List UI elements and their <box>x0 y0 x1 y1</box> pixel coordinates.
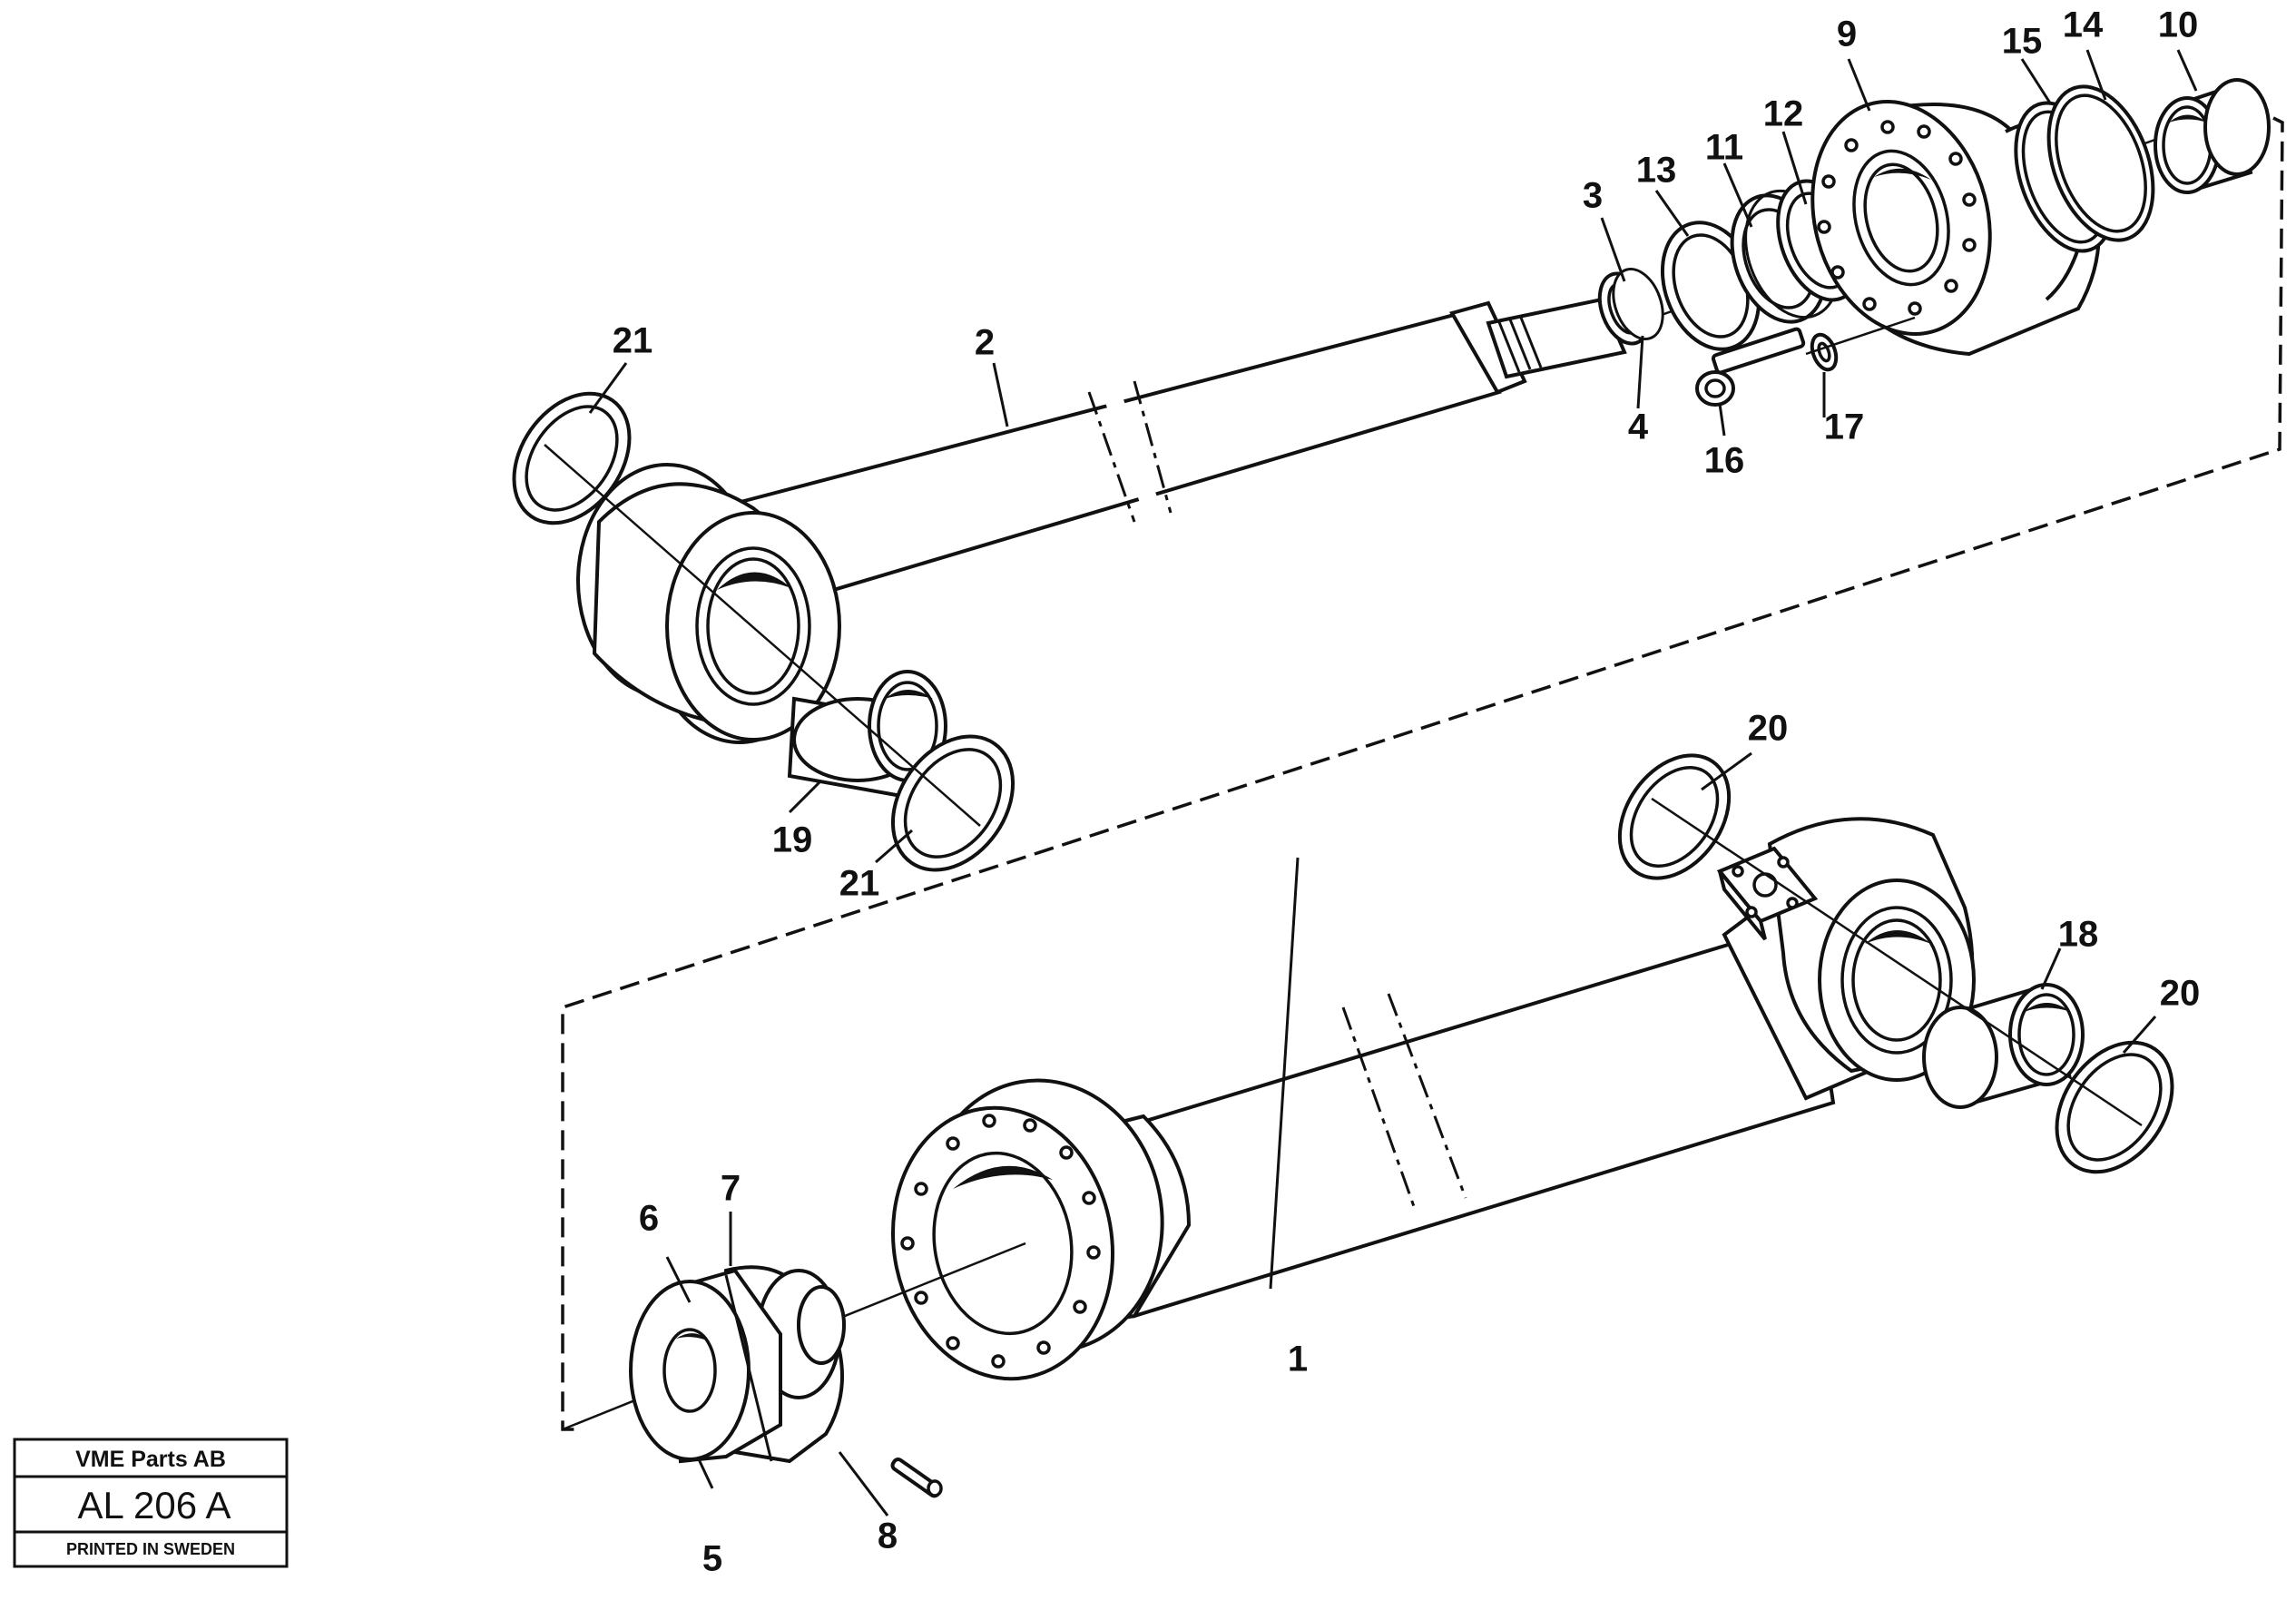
tube-break-1 <box>1341 1006 1418 1212</box>
callout-7: 7 <box>721 1169 741 1209</box>
rod-thread-lines <box>1497 317 1543 373</box>
screw-axis <box>1805 316 1916 356</box>
title-block-printed: PRINTED IN SWEDEN <box>66 1540 235 1558</box>
pin-8 <box>890 1458 943 1498</box>
cylinder-eye-bore-inner <box>1851 918 1942 1042</box>
cylinder-head-parts <box>1597 78 2271 407</box>
rod-break-1 <box>1087 391 1136 523</box>
bushing-18 <box>1922 983 2085 1109</box>
callout-2: 2 <box>975 323 995 363</box>
title-block-company: VME Parts AB <box>75 1447 226 1472</box>
callout-4: 4 <box>1628 407 1649 447</box>
callout-1: 1 <box>1288 1340 1308 1379</box>
port-boss <box>1716 846 1819 941</box>
callout-5: 5 <box>702 1539 722 1579</box>
ring-14 <box>2046 84 2155 242</box>
title-block-frame <box>13 1438 289 1568</box>
callout-13: 13 <box>1636 151 1677 191</box>
callouts: 1 2 3 4 5 6 7 8 9 10 11 12 13 14 15 16 1… <box>613 5 2201 1579</box>
assembly-bracket-dashed <box>561 116 2284 1431</box>
callout-17: 17 <box>1824 407 1865 447</box>
cylinder-tube <box>1068 918 1836 1319</box>
callout-11: 11 <box>1705 128 1743 168</box>
piston-rod-assembly <box>512 297 1627 872</box>
cylinder-tube-assembly <box>890 753 2174 1381</box>
rod-break-2 <box>1133 380 1173 514</box>
cylinder-flange-bore <box>932 1151 1074 1336</box>
title-block: VME Parts AB AL 206 A PRINTED IN SWEDEN <box>13 1438 289 1568</box>
cylinder-flange-bolt-holes <box>900 1114 1101 1369</box>
callout-6: 6 <box>639 1199 659 1239</box>
callout-15: 15 <box>2002 22 2043 62</box>
piston-rod <box>741 310 1502 606</box>
callout-3: 3 <box>1583 176 1603 216</box>
rod-eye-axis <box>544 444 981 827</box>
callout-10: 10 <box>2158 5 2199 45</box>
piston-parts <box>562 1242 1026 1498</box>
callout-19: 19 <box>772 820 813 860</box>
rod-break-gap <box>1103 390 1163 517</box>
seal-ring-20-upper <box>1617 753 1732 880</box>
piston-body-5-6 <box>629 1268 782 1464</box>
callout-9: 9 <box>1837 15 1857 54</box>
callout-20-upper: 20 <box>1748 709 1789 749</box>
title-block-code: AL 206 A <box>78 1484 231 1526</box>
callout-20-right: 20 <box>2160 974 2201 1014</box>
callout-18: 18 <box>2058 915 2099 955</box>
callout-16: 16 <box>1704 441 1745 481</box>
callout-12: 12 <box>1763 94 1804 134</box>
cylinder-eye-axis <box>1651 797 2143 1127</box>
callout-21-lower: 21 <box>839 864 880 904</box>
rod-eye-bore-shade <box>717 572 791 590</box>
callout-21-upper: 21 <box>613 321 653 361</box>
leader-lines <box>588 49 2198 1517</box>
cylinder-eye-bore-shade <box>1865 930 1931 944</box>
screw-16 <box>1695 327 1806 407</box>
cylinder-flange-bore-shade <box>953 1165 1053 1189</box>
wiper-3 <box>1597 267 1664 346</box>
callout-14: 14 <box>2063 5 2104 45</box>
seal-ring-21-upper <box>512 391 632 525</box>
bushing-10 <box>2154 78 2271 194</box>
tube-break-2 <box>1387 993 1467 1199</box>
callout-8: 8 <box>878 1517 898 1556</box>
